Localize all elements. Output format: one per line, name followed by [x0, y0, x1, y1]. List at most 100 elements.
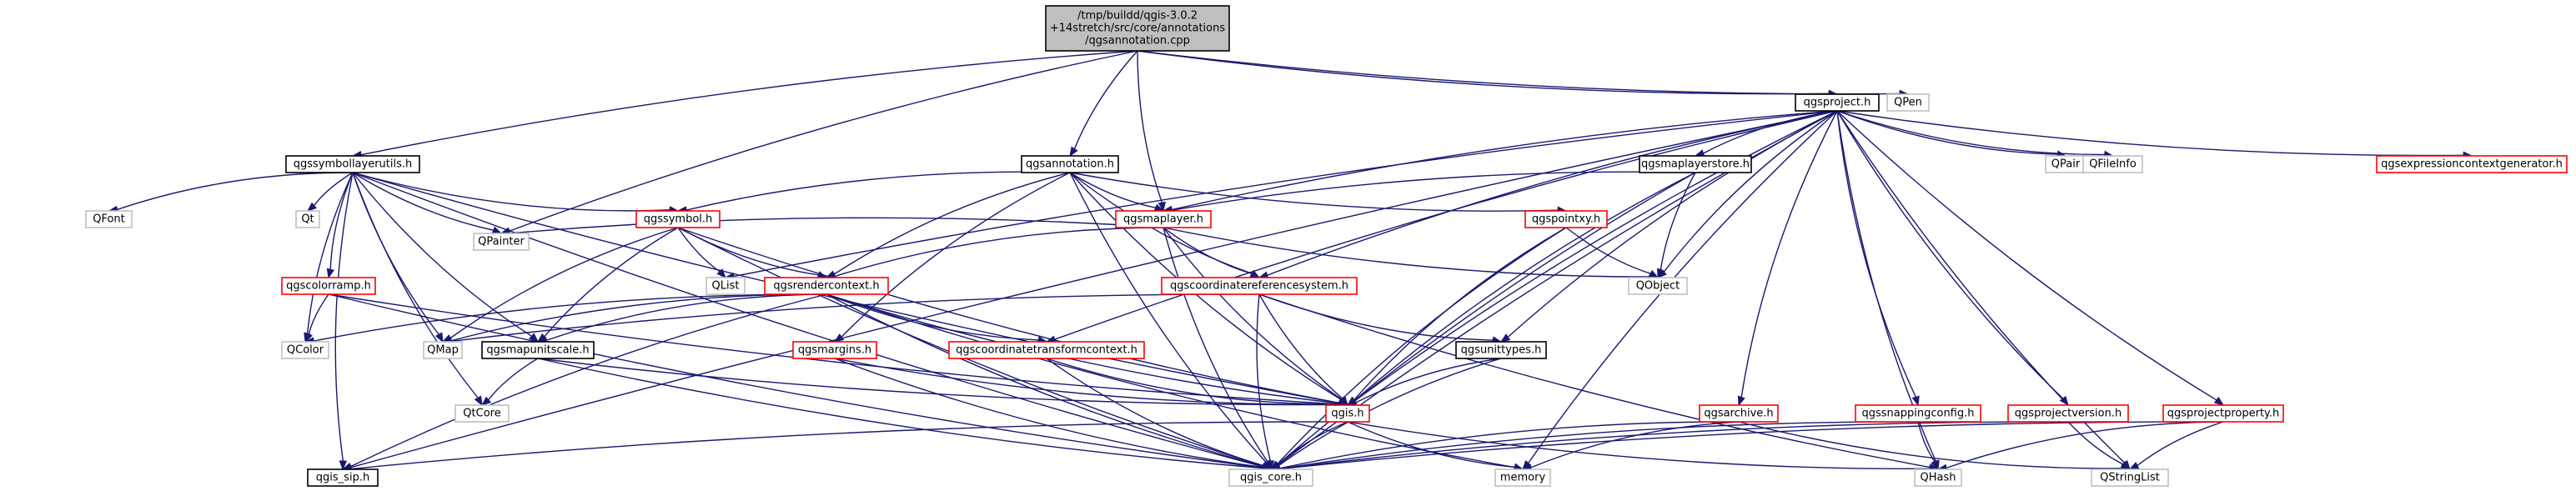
edge-line [733, 110, 1838, 278]
edge-qgsproject-to-qgssnappingconfig [1836, 110, 1920, 407]
node-box [1628, 277, 1688, 295]
edge-line [1277, 227, 1567, 465]
node-box [792, 341, 877, 359]
edge-arrowhead [306, 202, 318, 212]
node-qgsmaplayerstore[interactable]: qgsmaplayerstore.h [1639, 155, 1752, 173]
node-qhash[interactable]: QHash [1914, 468, 1962, 487]
edge-line [314, 172, 354, 206]
node-qfont[interactable]: QFont [85, 210, 133, 228]
node-qgssymbollayerutils[interactable]: qgssymbollayerutils.h [285, 155, 420, 173]
node-qgis_core[interactable]: qgis_core.h [1228, 468, 1313, 487]
node-qcolor[interactable]: QColor [281, 341, 329, 359]
node-memory[interactable]: memory [1494, 468, 1551, 487]
edge-line [1069, 172, 1267, 463]
node-qgsunittypes[interactable]: qgsunittypes.h [1455, 341, 1547, 359]
node-qgis[interactable]: qgis.h [1325, 404, 1370, 423]
edge-line [1347, 421, 1515, 468]
node-box [1639, 155, 1752, 173]
edge-qgssymbollayerutils-to-qgssymbol [352, 172, 680, 214]
edge-line [677, 227, 1340, 404]
node-qgsarchive[interactable]: qgsarchive.h [1699, 404, 1779, 423]
edge-root-to-qgsannotation [1069, 50, 1138, 158]
node-qpen[interactable]: QPen [1886, 93, 1930, 112]
edge-qgsunittypes-to-qgis_core [1269, 358, 1502, 470]
edge-arrowhead [1737, 395, 1745, 407]
edge-qgsproject-to-qfileinfo [1836, 110, 2114, 158]
node-label: qgssymbollayerutils.h [294, 158, 413, 171]
edge-line [1530, 421, 1740, 468]
edge-line [350, 293, 827, 468]
node-label: QMap [427, 344, 459, 357]
edge-line [1355, 358, 1502, 403]
edge-qgsrendercontext-to-qcolor [304, 293, 827, 345]
node-label: qgsmaplayer.h [1123, 213, 1203, 226]
edge-line [1565, 227, 1651, 274]
node-box [307, 468, 379, 487]
edge-qgsprojectproperty-to-qhash [1936, 421, 2224, 472]
edge-line [1278, 421, 2069, 470]
edge-arrowhead [2120, 460, 2132, 470]
edge-qgsrendercontext-to-qgsmapunitscale [536, 293, 827, 344]
node-box [481, 341, 595, 359]
node-qpair[interactable]: QPair [2045, 155, 2086, 173]
node-label: QFont [93, 213, 125, 226]
node-box [85, 210, 133, 228]
node-qlist[interactable]: QList [706, 277, 746, 295]
edge-line [329, 172, 354, 270]
edge-arrowhead [491, 226, 503, 234]
edge-arrowhead [339, 460, 348, 471]
node-qobject[interactable]: QObject [1628, 277, 1688, 295]
node-qgssymbol[interactable]: qgssymbol.h [635, 210, 721, 228]
node-qgscoordinatetransformcontext[interactable]: qgscoordinatetransformcontext.h [948, 341, 1145, 359]
edge-line [544, 227, 679, 338]
node-qgspointxy[interactable]: qgspointxy.h [1524, 210, 1608, 228]
node-qgscoordinatereferencesystem[interactable]: qgscoordinatereferencesystem.h [1161, 277, 1358, 295]
node-label: qgis_core.h [1240, 472, 1302, 484]
node-qgsmargins[interactable]: qgsmargins.h [792, 341, 877, 359]
edge-root-to-qgsproject [1137, 50, 1839, 98]
node-qgsproject[interactable]: qgsproject.h [1795, 93, 1880, 112]
edge-qgscoordinatereferencesystem-to-qgis [1258, 293, 1348, 407]
node-qgssnappingconfig[interactable]: qgssnappingconfig.h [1855, 404, 1981, 423]
node-qgsprojectversion[interactable]: qgsprojectversion.h [2007, 404, 2129, 423]
node-qgis_sip[interactable]: qgis_sip.h [307, 468, 379, 487]
node-qgsexpressioncontextgenerator[interactable]: qgsexpressioncontextgenerator.h [2376, 155, 2568, 173]
node-box [285, 155, 420, 173]
edge-arrowhead [2128, 462, 2140, 470]
edge-root-to-qpen [1137, 50, 1910, 98]
node-qgsannotation[interactable]: qgsannotation.h [1021, 155, 1119, 173]
node-root[interactable]: /tmp/buildd/qgis-3.0.2+14stretch/src/cor… [1045, 5, 1230, 52]
node-box [1455, 341, 1547, 359]
edge-qgsproject-to-qgsprojectproperty [1836, 110, 2225, 406]
node-qt[interactable]: Qt [295, 210, 320, 228]
node-box [948, 341, 1145, 359]
node-qgsmaplayer[interactable]: qgsmaplayer.h [1115, 210, 1212, 228]
edge-line [1162, 227, 1650, 278]
node-qgsprojectproperty[interactable]: qgsprojectproperty.h [2162, 404, 2284, 423]
edge-arrowhead [1911, 395, 1920, 407]
node-qtcore[interactable]: QtCore [454, 404, 510, 423]
edge-line [360, 50, 1138, 156]
node-qstringlist[interactable]: QStringList [2091, 468, 2169, 487]
node-qpainter[interactable]: QPainter [473, 233, 530, 251]
node-qgsmapunitscale[interactable]: qgsmapunitscale.h [481, 341, 595, 359]
edge-qgssymbol-to-qlist [677, 227, 726, 278]
edge-qgssymbollayerutils-to-qpainter [352, 172, 503, 234]
node-qgscolorramp[interactable]: qgscolorramp.h [281, 277, 376, 295]
node-label: qgsexpressioncontextgenerator.h [2381, 158, 2563, 171]
edge-arrowhead [304, 332, 313, 343]
edge-line [1354, 110, 1838, 402]
edge-layer [108, 50, 2473, 473]
node-box [2007, 404, 2129, 423]
node-qmap[interactable]: QMap [423, 341, 463, 359]
node-label: QStringList [2100, 472, 2160, 484]
node-box [1021, 155, 1119, 173]
node-qgsrendercontext[interactable]: qgsrendercontext.h [764, 277, 889, 295]
edge-line [841, 172, 1071, 338]
node-box [1524, 210, 1608, 228]
edge-qgssymbollayerutils-to-qt [306, 172, 354, 212]
edge-qgsproject-to-qlist [724, 110, 1838, 281]
edge-qgsproject-to-qgsprojectversion [1836, 110, 2069, 407]
node-qfileinfo[interactable]: QFileInfo [2082, 155, 2143, 173]
edge-qgssymbollayerutils-to-qcolor [304, 172, 354, 343]
